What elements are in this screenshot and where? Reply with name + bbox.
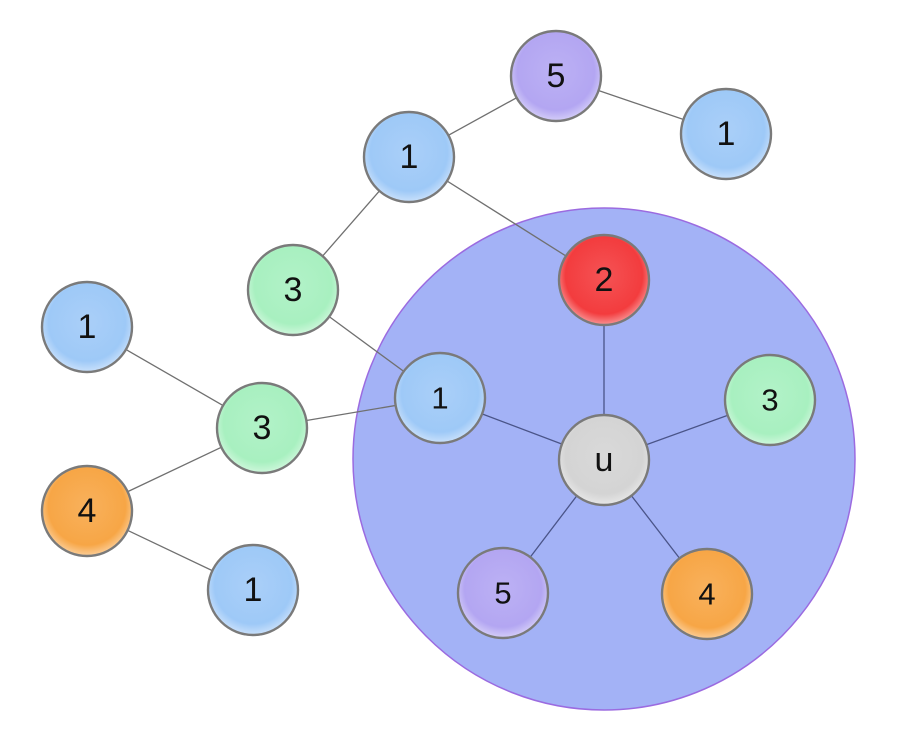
node-right3: 3 — [723, 353, 817, 447]
node-label: 4 — [78, 492, 97, 530]
node-circle — [557, 413, 651, 507]
node-top1-right: 1 — [679, 87, 773, 181]
node-label: 3 — [761, 383, 778, 418]
node-label: 3 — [284, 271, 303, 309]
node-orange4-bottom: 4 — [660, 547, 754, 641]
node-label: 1 — [717, 115, 736, 153]
node-green3-upper: 3 — [246, 243, 340, 337]
node-u: u — [557, 413, 651, 507]
node-label: 4 — [698, 577, 715, 612]
node-circle — [246, 243, 340, 337]
node-label: 1 — [400, 138, 419, 176]
node-label: 1 — [244, 571, 263, 609]
nodes-layer: 5 1 1 2 3 1 1 3 u 3 4 1 5 4 — [40, 29, 817, 641]
node-left1-top: 1 — [40, 280, 134, 374]
node-circle — [215, 381, 309, 475]
node-circle — [393, 351, 487, 445]
node-circle — [206, 543, 300, 637]
node-orange4-left: 4 — [40, 464, 134, 558]
node-purple5-bottom: 5 — [456, 546, 550, 640]
node-circle — [557, 233, 651, 327]
node-label: u — [595, 441, 614, 479]
node-circle — [456, 546, 550, 640]
node-top5: 5 — [509, 29, 603, 123]
node-label: 2 — [595, 261, 614, 299]
node-circle — [660, 547, 754, 641]
node-circle — [509, 29, 603, 123]
node-circle — [679, 87, 773, 181]
node-circle — [362, 110, 456, 204]
node-label: 5 — [494, 576, 511, 611]
node-mid1: 1 — [362, 110, 456, 204]
node-circle — [40, 280, 134, 374]
node-red2: 2 — [557, 233, 651, 327]
node-label: 5 — [547, 57, 566, 95]
node-green3-left: 3 — [215, 381, 309, 475]
node-circle — [723, 353, 817, 447]
node-inner1: 1 — [393, 351, 487, 445]
node-label: 1 — [431, 381, 448, 416]
node-bottom1-left: 1 — [206, 543, 300, 637]
node-circle — [40, 464, 134, 558]
node-label: 1 — [78, 308, 97, 346]
node-label: 3 — [253, 409, 272, 447]
